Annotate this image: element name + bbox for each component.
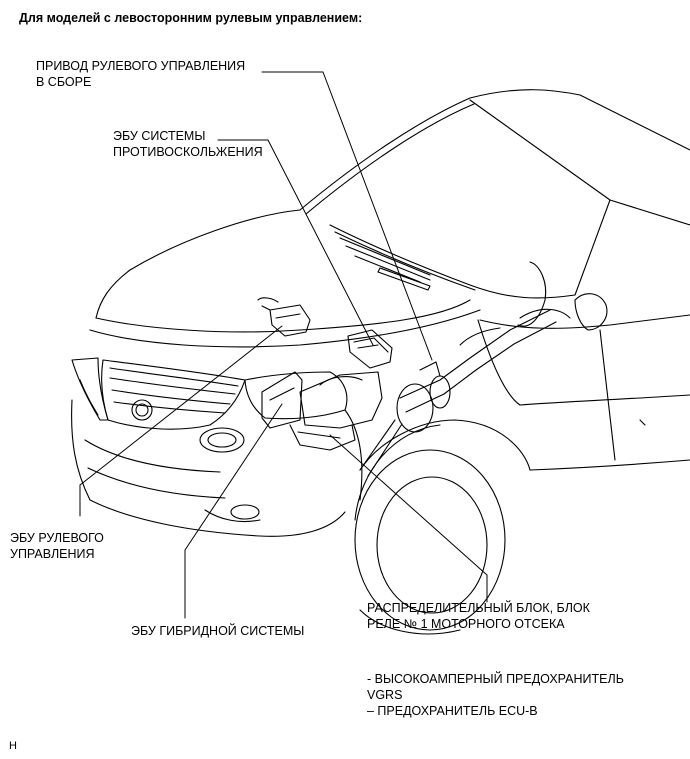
leader-steering-actuator: [262, 72, 432, 360]
steering-ecu-component: [258, 298, 310, 336]
note-line: – ПРЕДОХРАНИТЕЛЬ ECU-B: [367, 704, 538, 718]
label-line: РАСПРЕДЕЛИТЕЛЬНЫЙ БЛОК, БЛОК: [367, 601, 590, 615]
label-line: В СБОРЕ: [36, 75, 92, 89]
label-line: ПРИВОД РУЛЕВОГО УПРАВЛЕНИЯ: [36, 59, 246, 73]
skid-control-ecu-component: [348, 330, 392, 368]
label-steering-actuator: ПРИВОД РУЛЕВОГО УПРАВЛЕНИЯ В СБОРЕ: [36, 58, 245, 90]
label-line: ЭБУ СИСТЕМЫ: [113, 129, 206, 143]
label-steering-ecu: ЭБУ РУЛЕВОГО УПРАВЛЕНИЯ: [10, 530, 104, 562]
steering-column-and-actuator: [360, 262, 570, 476]
label-line: РЕЛЕ № 1 МОТОРНОГО ОТСЕКА: [367, 617, 565, 631]
label-line: УПРАВЛЕНИЯ: [10, 547, 95, 561]
label-line: ЭБУ РУЛЕВОГО: [10, 531, 104, 545]
hybrid-ecu-and-relay-block: [262, 372, 382, 450]
page-heading: Для моделей с левосторонним рулевым упра…: [19, 11, 363, 25]
note-line: - ВЫСОКОАМПЕРНЫЙ ПРЕДОХРАНИТЕЛЬ: [367, 672, 624, 686]
leader-skid-control-ecu: [218, 140, 373, 345]
fuse-notes: - ВЫСОКОАМПЕРНЫЙ ПРЕДОХРАНИТЕЛЬ VGRS – П…: [367, 671, 624, 719]
label-line: ПРОТИВОСКОЛЬЖЕНИЯ: [113, 145, 263, 159]
label-relay-block: РАСПРЕДЕЛИТЕЛЬНЫЙ БЛОК, БЛОК РЕЛЕ № 1 МО…: [367, 600, 590, 632]
leader-steering-ecu: [80, 326, 282, 516]
leader-hybrid-ecu: [185, 404, 282, 618]
note-line: VGRS: [367, 688, 403, 702]
label-skid-control-ecu: ЭБУ СИСТЕМЫ ПРОТИВОСКОЛЬЖЕНИЯ: [113, 128, 263, 160]
corner-mark: H: [9, 740, 17, 752]
label-hybrid-ecu: ЭБУ ГИБРИДНОЙ СИСТЕМЫ: [131, 624, 305, 638]
leader-lines: [80, 72, 487, 618]
car-body-outline: [72, 90, 690, 634]
leader-relay-block: [330, 435, 487, 602]
